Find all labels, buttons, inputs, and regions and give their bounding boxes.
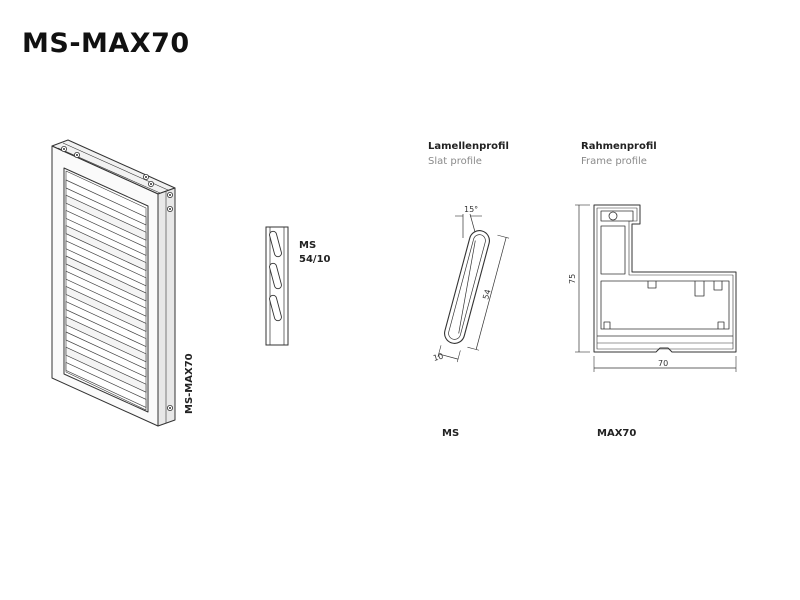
shutter-slat [65,285,147,332]
shutter-slat [65,331,147,378]
slat-small-label-name: MS [299,240,317,251]
slat-small-label-size: 54/10 [299,254,331,265]
shutter-slat [65,346,147,393]
shutter-slat [65,240,147,287]
slat-length-dimension: 54 [481,288,492,300]
frame-height-dimension: 75 [568,274,577,284]
shutter-slat [65,209,147,256]
frame-profile-caption: MAX70 [597,428,637,439]
slat-width-dimension: 10 [432,352,444,363]
frame-width-dimension: 70 [658,359,668,368]
slat-profile-drawing [437,213,510,363]
shutter-slats [65,179,147,408]
slat-angle-dimension: 15° [464,205,478,214]
page-title: MS-MAX70 [22,28,190,59]
shutter-slat [65,361,147,408]
shutter-slat [65,255,147,302]
frame-profile-heading-en: Frame profile [581,156,647,167]
frame-profile-heading: Rahmenprofil [581,141,657,152]
shutter-slat [65,316,147,363]
slat-profile-heading-en: Slat profile [428,156,482,167]
frame-profile-drawing [575,204,737,372]
slat-profile-heading: Lamellenprofil [428,141,509,152]
shutter-slat [65,301,147,348]
shutter-slat [65,225,147,272]
shutter-slat [65,179,147,226]
slat-small-profile [265,226,289,346]
shutter-slat [65,194,147,241]
shutter-slat [65,270,147,317]
slat-profile-caption: MS [442,428,460,439]
